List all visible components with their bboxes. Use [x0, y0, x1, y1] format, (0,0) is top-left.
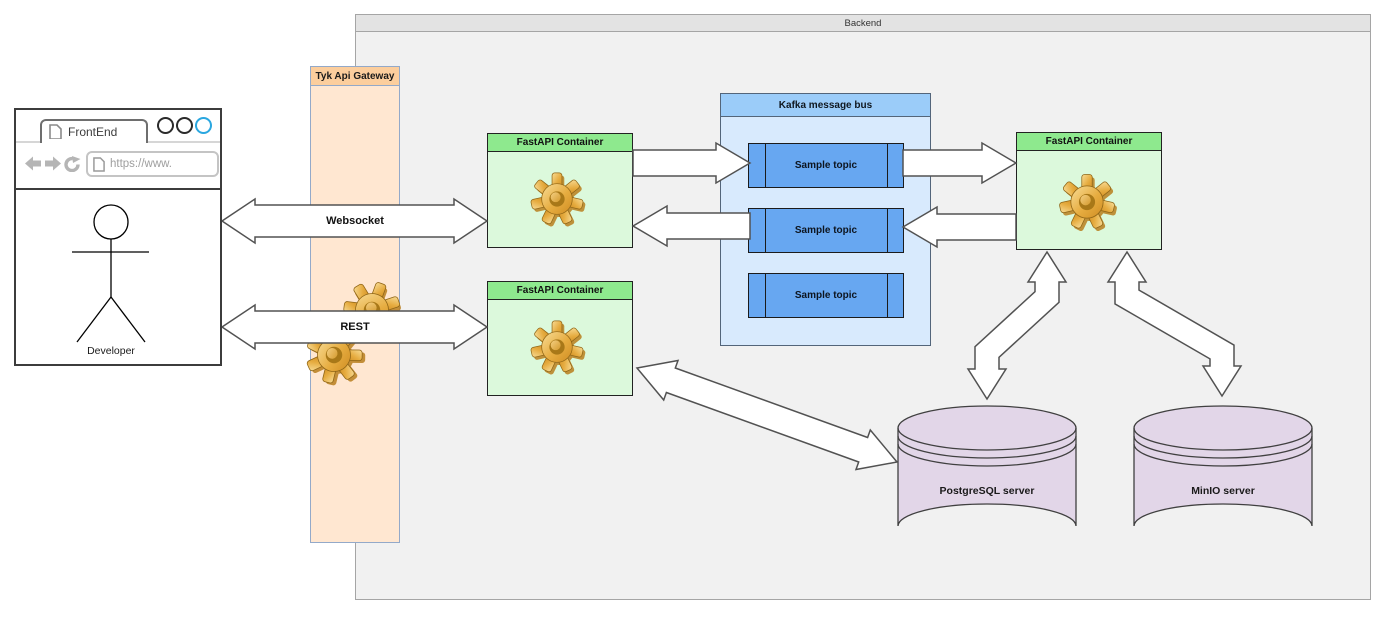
topic-right-bar — [887, 274, 888, 317]
kafka-topic-1-label: Sample topic — [794, 160, 858, 171]
fastapi-container-left-top: FastAPI Container — [487, 133, 633, 248]
window-circle-icon — [176, 117, 193, 134]
kafka-topic-3: Sample topic — [748, 273, 904, 318]
fastapi-container-right: FastAPI Container — [1016, 132, 1162, 250]
back-arrow-icon — [25, 156, 41, 171]
topic-right-bar — [887, 209, 888, 252]
fastapi-header: FastAPI Container — [488, 134, 632, 152]
fastapi-label: FastAPI Container — [1045, 136, 1133, 147]
window-buttons — [157, 117, 212, 134]
developer-actor-icon — [72, 204, 149, 343]
browser-nav-bar: https://www. — [16, 143, 220, 190]
kafka-topic-2: Sample topic — [748, 208, 904, 253]
tyk-api-gateway-header: Tyk Api Gateway — [311, 67, 399, 86]
kafka-message-bus: Kafka message bus Sample topic Sample to… — [720, 93, 931, 346]
minio-label: MinIO server — [1191, 485, 1255, 497]
window-circle-icon — [157, 117, 174, 134]
kafka-topic-2-label: Sample topic — [794, 225, 858, 236]
tab-bottom-join — [40, 139, 148, 143]
forward-arrow-icon — [45, 156, 61, 171]
window-circle-blue-icon — [195, 117, 212, 134]
postgresql-server: PostgreSQL server — [897, 405, 1077, 550]
minio-server: MinIO server — [1133, 405, 1313, 550]
document-icon — [93, 156, 105, 172]
websocket-link-label: Websocket — [326, 215, 384, 227]
fastapi-header: FastAPI Container — [1017, 133, 1161, 151]
fastapi-label: FastAPI Container — [516, 285, 604, 296]
database-cylinder-icon — [1133, 405, 1313, 527]
rest-link-label: REST — [340, 321, 370, 333]
postgresql-label: PostgreSQL server — [939, 485, 1035, 497]
frontend-browser-window: FrontEnd https://www. — [14, 108, 222, 366]
refresh-icon — [64, 156, 81, 172]
browser-content: Developer — [16, 190, 220, 364]
topic-right-bar — [887, 144, 888, 187]
backend-header: Backend — [356, 15, 1370, 32]
topic-left-bar — [765, 274, 766, 317]
database-cylinder-icon — [897, 405, 1077, 527]
backend-label: Backend — [844, 17, 882, 29]
topic-left-bar — [765, 209, 766, 252]
kafka-topic-3-label: Sample topic — [794, 290, 858, 301]
kafka-topic-1: Sample topic — [748, 143, 904, 188]
tyk-api-gateway-label: Tyk Api Gateway — [315, 70, 395, 82]
fastapi-label: FastAPI Container — [516, 137, 604, 148]
topic-left-bar — [765, 144, 766, 187]
developer-label: Developer — [87, 345, 135, 357]
kafka-label: Kafka message bus — [778, 99, 873, 111]
address-bar-url: https://www. — [110, 158, 172, 170]
kafka-header: Kafka message bus — [721, 94, 930, 117]
address-bar: https://www. — [86, 151, 219, 177]
fastapi-header: FastAPI Container — [488, 282, 632, 300]
tyk-api-gateway: Tyk Api Gateway — [310, 66, 400, 543]
document-icon — [49, 124, 62, 140]
browser-tab-title: FrontEnd — [68, 125, 118, 139]
fastapi-container-left-bottom: FastAPI Container — [487, 281, 633, 396]
